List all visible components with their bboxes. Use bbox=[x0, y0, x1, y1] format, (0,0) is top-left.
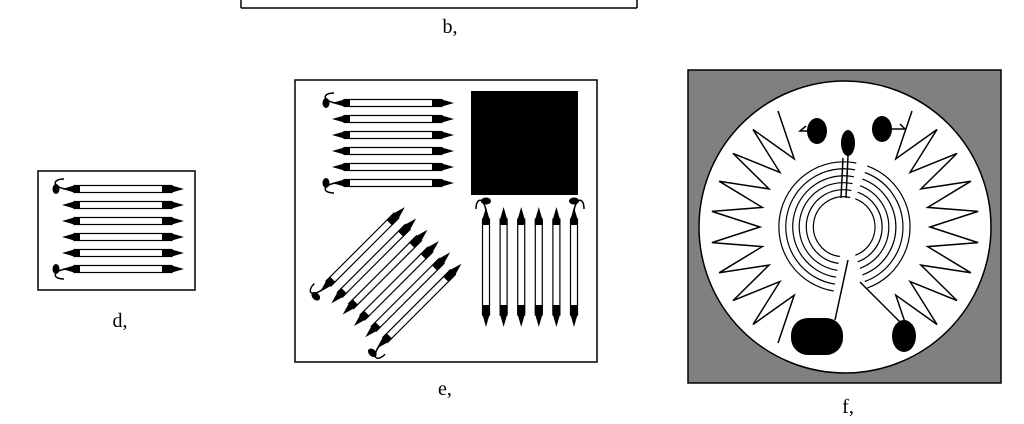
caption-e: e, bbox=[438, 378, 452, 400]
zigzag-left bbox=[711, 110, 796, 344]
panel-d bbox=[37, 170, 196, 291]
panel-b bbox=[240, 0, 638, 9]
solid-pad bbox=[471, 91, 578, 195]
spiral-arcs bbox=[778, 161, 911, 292]
gauge-horizontal bbox=[322, 92, 454, 194]
caption-f: f, bbox=[842, 396, 854, 418]
gauge-diagonal bbox=[309, 207, 462, 359]
zigzag-right bbox=[894, 110, 979, 344]
panel-f bbox=[687, 69, 1002, 384]
gauge-vertical bbox=[475, 197, 585, 327]
strain-gauge-grid-icon bbox=[52, 178, 184, 280]
panel-e bbox=[294, 79, 598, 363]
caption-d: d, bbox=[112, 310, 128, 332]
caption-b: b, bbox=[442, 16, 458, 38]
